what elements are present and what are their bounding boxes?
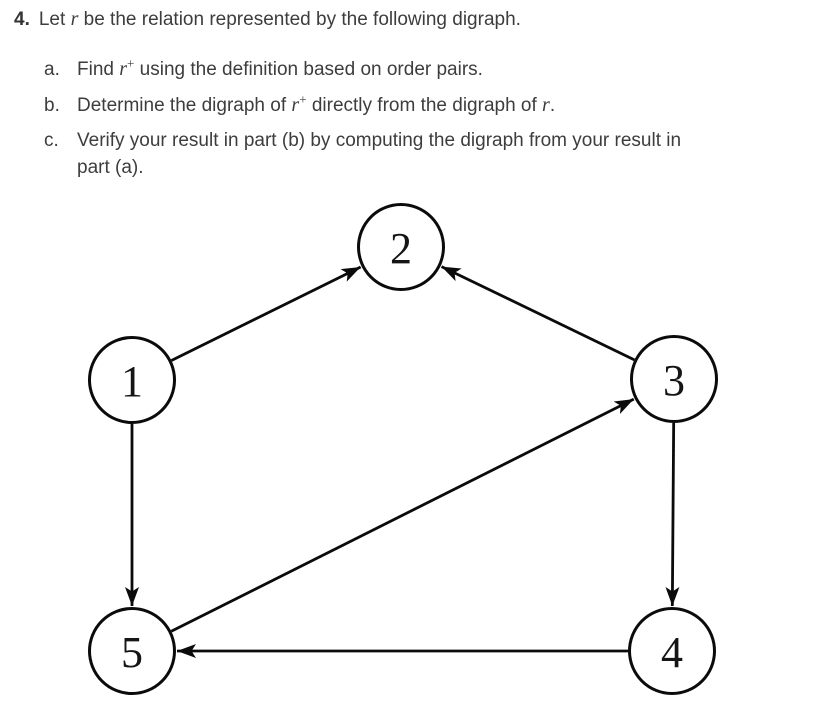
segment-math: r [70, 8, 79, 30]
segment-sup: + [299, 91, 307, 107]
segment-text: Determine the digraph of [77, 95, 292, 116]
node-2 [357, 203, 445, 291]
segment-text: part (a). [77, 157, 144, 178]
part-text: Find r+ using the definition based on or… [77, 56, 777, 83]
segment-sup: + [127, 55, 135, 71]
segment-text: using the definition based on order pair… [134, 59, 483, 80]
problem-heading: 4. Let r be the relation represented by t… [14, 6, 521, 33]
node-label-5: 5 [121, 628, 143, 677]
segment-text: Verify your result in part (b) by comput… [77, 130, 682, 151]
segment-math: r [119, 58, 128, 80]
node-label-3: 3 [663, 356, 685, 405]
edge-1-to-2 [170, 265, 362, 362]
segment-math: r [542, 94, 550, 116]
segment-text: Find [77, 59, 120, 80]
edge-3-to-4 [665, 422, 680, 607]
part-label: c. [44, 130, 59, 151]
edge-3-to-2 [440, 265, 635, 362]
node-label-2: 2 [390, 224, 412, 273]
part-label: b. [44, 95, 60, 116]
part-text: Verify your result in part (b) by comput… [77, 127, 777, 181]
node-1 [88, 336, 176, 424]
node-3 [630, 335, 718, 423]
segment-text: directly from the digraph of [306, 95, 543, 116]
edge-layer [125, 265, 680, 658]
node-4 [628, 607, 716, 695]
segment-text: Let [38, 9, 71, 30]
segment-text: . [549, 95, 556, 116]
part-text: Determine the digraph of r+ directly fro… [77, 92, 777, 119]
edge-5-to-3 [170, 397, 635, 633]
node-5 [88, 607, 176, 695]
problem-statement: Let r be the relation represented by the… [38, 8, 521, 30]
segment-math: r [291, 94, 300, 116]
node-label-4: 4 [661, 628, 683, 677]
problem-number: 4. [14, 9, 30, 30]
node-label-1: 1 [121, 357, 143, 406]
part-label: a. [44, 59, 60, 80]
segment-text: be the relation represented by the follo… [78, 9, 521, 30]
node-layer: 1 2 3 4 5 [88, 203, 718, 695]
